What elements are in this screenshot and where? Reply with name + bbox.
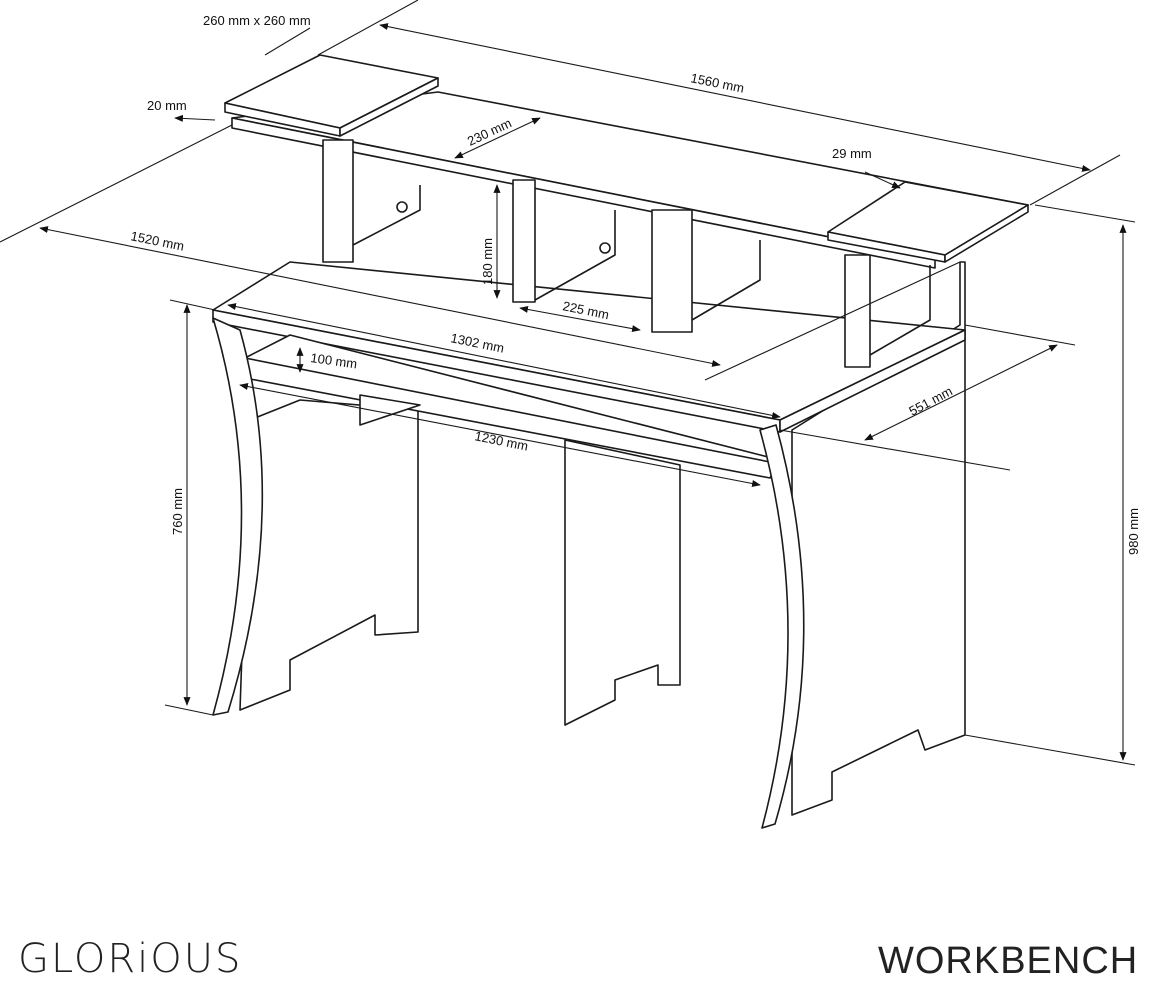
dim-total-height: 980 mm xyxy=(1126,508,1141,555)
dim-drawer-width: 1230 mm xyxy=(473,428,529,454)
dimension-lines xyxy=(0,0,1136,766)
dim-desk-height: 760 mm xyxy=(170,488,185,535)
right-leg xyxy=(759,424,805,829)
dim-board-thickness: 20 mm xyxy=(147,98,187,113)
dim-total-width: 1560 mm xyxy=(689,70,745,96)
brand-logo: GLORiOUS xyxy=(18,936,243,982)
dim-desk-width: 1520 mm xyxy=(129,228,185,254)
right-shelf-board xyxy=(827,181,1029,263)
left-back-panel xyxy=(239,399,419,711)
center-panel xyxy=(564,439,681,726)
product-title: WORKBENCH xyxy=(878,940,1139,982)
dim-right-gap: 29 mm xyxy=(832,146,872,161)
dim-shelf-height: 180 mm xyxy=(480,238,495,285)
dim-drawer-height: 100 mm xyxy=(310,350,359,371)
dim-shelf-board: 260 mm x 260 mm xyxy=(203,13,311,28)
